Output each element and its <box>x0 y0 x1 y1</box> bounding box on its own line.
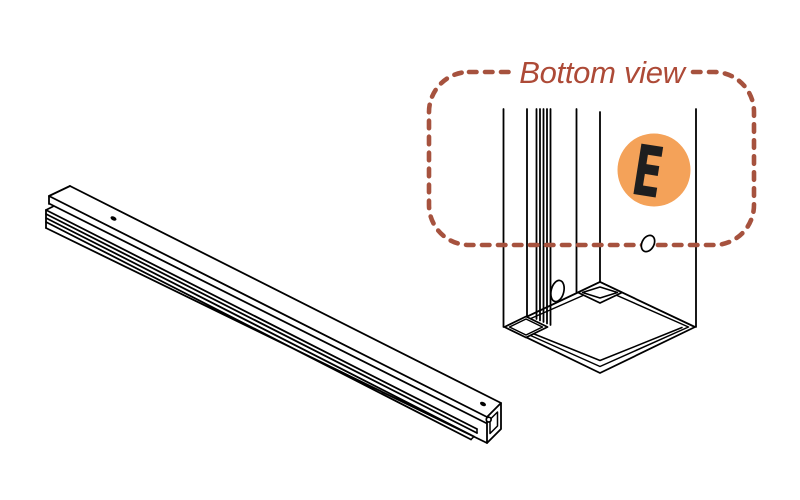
rail-left-end <box>45 185 71 229</box>
post-bottom-view <box>502 108 697 374</box>
rail-long-edges <box>45 185 502 444</box>
rail-hole-left <box>110 216 117 221</box>
callout-border <box>426 69 757 248</box>
post-bottom-square-hole <box>577 281 623 304</box>
rail-hole-right <box>480 401 486 407</box>
post-bottom-outer-rim <box>504 281 696 374</box>
rail-channel-step <box>470 428 478 441</box>
post-bottom-inner-rim2 <box>517 326 683 362</box>
channel-side-hole <box>550 279 565 303</box>
rail-part <box>45 185 502 444</box>
rail-right-end-face <box>486 402 502 444</box>
post-vertical-edges <box>502 108 697 328</box>
post-bottom-inner-rim <box>510 287 690 368</box>
rail-endface-hole <box>485 416 492 423</box>
channel-end-outer <box>503 315 549 339</box>
rail-right-end-hollow <box>489 411 499 435</box>
label-knockout <box>514 55 690 92</box>
channel-end-inner <box>508 318 544 336</box>
callout: Bottom view E <box>426 55 757 253</box>
post-bottom-square-hole-inner <box>581 286 619 299</box>
post-face-hole <box>640 234 656 253</box>
bottom-view-label: Bottom view <box>519 55 687 90</box>
part-badge <box>617 133 691 207</box>
